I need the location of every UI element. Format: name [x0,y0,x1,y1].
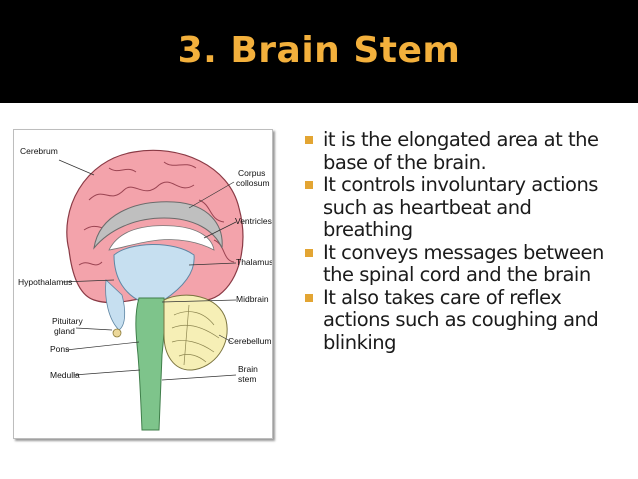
label-cerebrum: Cerebrum [20,146,58,156]
square-bullet-icon [305,293,313,302]
label-pituitary-2: gland [54,326,75,336]
bullet-item: it is the elongated area at the base of … [305,128,625,174]
bullet-text: It also takes care of reflex actions suc… [323,285,599,354]
ventricles-shape [108,225,215,251]
brain-illustration: Cerebrum Corpus collosum Ventricles Thal… [18,146,272,431]
bullet-text: it is the elongated area at the base of … [323,128,599,174]
label-pituitary-1: Pituitary [52,316,83,326]
bullet-list: it is the elongated area at the base of … [305,128,625,355]
label-pons: Pons [50,344,69,354]
slide-title: 3. Brain Stem [177,30,461,71]
square-bullet-icon [305,136,313,144]
label-corpus-2: collosum [236,178,270,188]
label-brain-stem-2: stem [238,374,256,384]
bullet-item: It conveys messages between the spinal c… [305,240,625,287]
label-hypothalamus: Hypothalamus [18,277,72,287]
bullet-text: It conveys messages between the spinal c… [323,240,604,286]
label-midbrain: Midbrain [236,294,269,304]
label-medulla: Medulla [50,370,80,380]
cerebellum-shape [163,294,228,371]
label-thalamus: Thalamus [236,257,272,267]
label-brain-stem-1: Brain [238,364,258,374]
cerebellum-folds [171,304,220,366]
bullet-text: It controls involuntary actions such as … [323,173,598,241]
label-cerebellum: Cerebellum [228,336,271,346]
square-bullet-icon [305,248,313,257]
corpus-callosum-shape [93,201,223,250]
slide-content: Cerebrum Corpus collosum Ventricles Thal… [0,103,638,479]
pointer-lines [58,159,237,381]
bullet-item: It also takes care of reflex actions suc… [305,285,625,355]
title-bar: 3. Brain Stem [0,0,638,101]
thalamus-shape [113,244,195,303]
pituitary-dot [112,328,122,338]
label-ventricles: Ventricles [235,216,272,226]
brain-diagram: Cerebrum Corpus collosum Ventricles Thal… [13,129,273,439]
bullet-item: It controls involuntary actions such as … [305,173,625,242]
brain-stem-shape [135,297,166,431]
label-corpus-1: Corpus [238,168,265,178]
square-bullet-icon [305,181,313,189]
